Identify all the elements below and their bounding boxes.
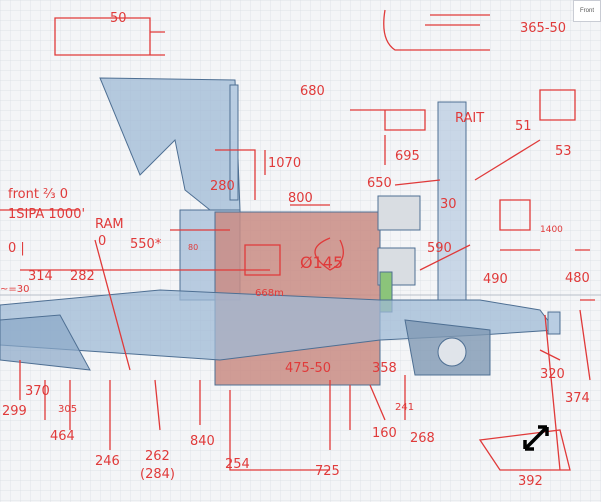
svg-text:475-50: 475-50 — [285, 361, 331, 376]
svg-text:370: 370 — [25, 384, 50, 399]
svg-text:305: 305 — [58, 404, 77, 415]
svg-text:254: 254 — [225, 457, 250, 472]
svg-text:668m: 668m — [255, 288, 284, 299]
svg-text:314: 314 — [28, 269, 53, 284]
view-cube-face-label: Front — [579, 8, 594, 14]
svg-text:695: 695 — [395, 149, 420, 164]
dimension-annotations: 50 365-50 680 RAIT 51 53 695 1070 280 80… — [0, 11, 590, 489]
view-cube[interactable]: Front — [573, 0, 601, 22]
svg-text:RAIT: RAIT — [455, 111, 484, 126]
svg-text:1SIPA 1000': 1SIPA 1000' — [8, 207, 85, 222]
svg-text:~=30: ~=30 — [0, 284, 29, 295]
svg-text:280: 280 — [210, 179, 235, 194]
svg-text:1070: 1070 — [268, 156, 301, 171]
svg-text:241: 241 — [395, 402, 414, 413]
svg-text:30: 30 — [440, 197, 457, 212]
svg-text:374: 374 — [565, 391, 590, 406]
svg-text:front ⅔ 0: front ⅔ 0 — [8, 187, 68, 202]
svg-text:53: 53 — [555, 144, 572, 159]
svg-text:51: 51 — [515, 119, 532, 134]
svg-text:RAM: RAM — [95, 217, 124, 232]
svg-text:0 |: 0 | — [8, 241, 25, 256]
svg-text:840: 840 — [190, 434, 215, 449]
svg-text:(284): (284) — [140, 467, 175, 482]
svg-text:680: 680 — [300, 84, 325, 99]
svg-text:365-50: 365-50 — [520, 21, 566, 36]
svg-text:246: 246 — [95, 454, 120, 469]
svg-text:490: 490 — [483, 272, 508, 287]
svg-text:262: 262 — [145, 449, 170, 464]
svg-text:160: 160 — [372, 426, 397, 441]
svg-text:1400: 1400 — [540, 225, 563, 235]
pulley-top — [377, 195, 421, 231]
hole — [437, 337, 467, 367]
svg-text:590: 590 — [427, 241, 452, 256]
end-cap — [547, 311, 561, 335]
svg-text:650: 650 — [367, 176, 392, 191]
svg-text:358: 358 — [372, 361, 397, 376]
svg-text:550*: 550* — [130, 237, 162, 252]
svg-text:800: 800 — [288, 191, 313, 206]
svg-text:299: 299 — [2, 404, 27, 419]
sketch-lines — [0, 9, 595, 471]
svg-text:Ø145: Ø145 — [300, 253, 343, 272]
svg-text:80: 80 — [188, 243, 198, 252]
svg-text:0: 0 — [98, 234, 106, 249]
svg-text:725: 725 — [315, 464, 340, 479]
front-block — [0, 314, 91, 371]
svg-text:50: 50 — [110, 11, 127, 26]
cad-model[interactable] — [0, 77, 561, 386]
svg-text:268: 268 — [410, 431, 435, 446]
svg-text:282: 282 — [70, 269, 95, 284]
svg-text:320: 320 — [540, 367, 565, 382]
svg-text:392: 392 — [518, 474, 543, 489]
svg-text:464: 464 — [50, 429, 75, 444]
svg-text:480: 480 — [565, 271, 590, 286]
pillar — [229, 84, 239, 201]
fullscreen-toggle-icon[interactable] — [522, 424, 550, 452]
